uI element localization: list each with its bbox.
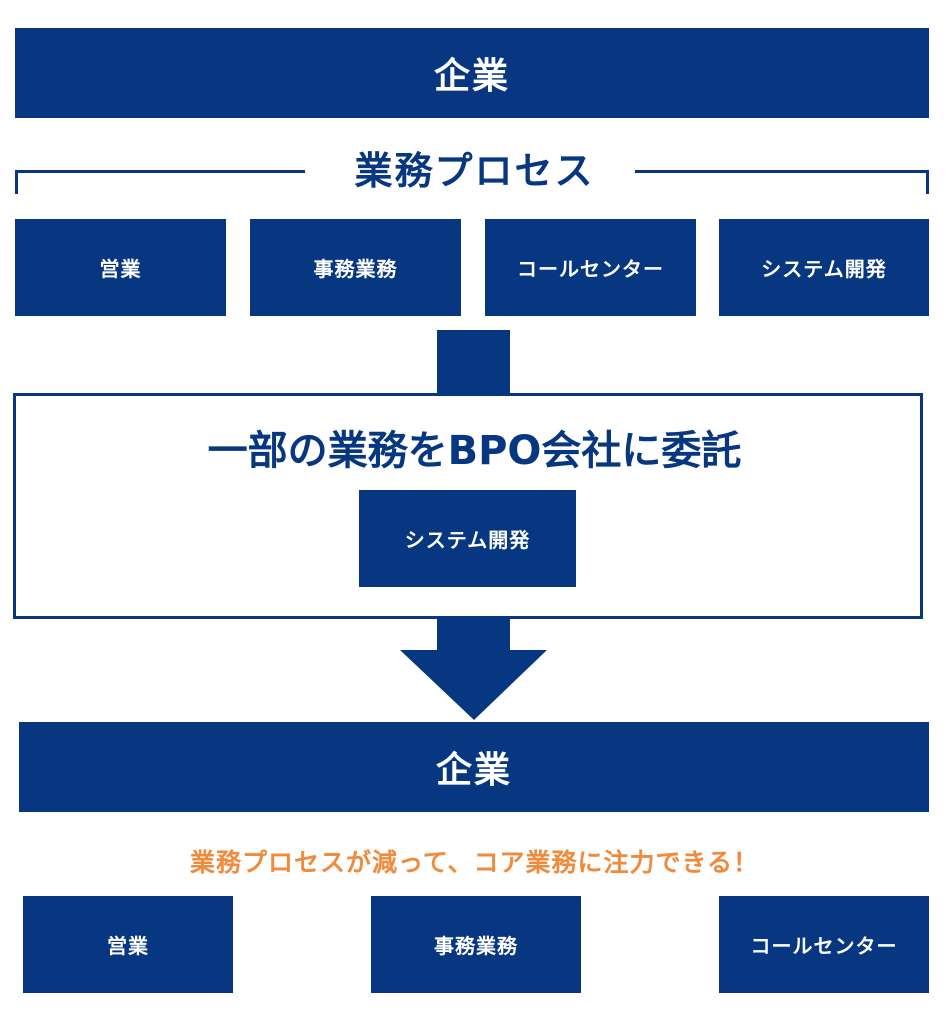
bracket-right-vertical [926, 170, 929, 194]
process-item-label: 事務業務 [313, 257, 398, 281]
outsourced-item-label: システム開発 [404, 528, 531, 552]
bottom-company-bar: 企業 [19, 722, 929, 812]
outsource-title: 一部の業務をBPO会社に委託 [207, 428, 742, 474]
process-item-label: 営業 [99, 257, 142, 281]
bottom-company-label: 企業 [435, 750, 512, 791]
bracket-right-horizontal [635, 170, 929, 173]
outsourced-item-system-dev: システム開発 [359, 490, 576, 587]
process-item-label: システム開発 [761, 257, 887, 281]
process-item-office-work: 事務業務 [250, 219, 461, 316]
remaining-item-office-work: 事務業務 [371, 896, 581, 993]
result-caption: 業務プロセスが減って、コア業務に注力できる！ [189, 848, 759, 877]
top-company-bar: 企業 [15, 28, 929, 118]
remaining-item-call-center: コールセンター [719, 896, 929, 993]
remaining-item-label: 営業 [107, 934, 149, 958]
business-process-title: 業務プロセス [354, 149, 595, 193]
process-item-label: コールセンター [517, 257, 664, 281]
arrow-stem [437, 617, 510, 652]
down-arrow-icon [400, 619, 547, 720]
process-item-system-dev: システム開発 [719, 219, 929, 316]
remaining-item-label: コールセンター [750, 934, 898, 958]
process-item-call-center: コールセンター [485, 219, 696, 316]
bracket-left-vertical [15, 170, 18, 194]
bracket-left-horizontal [15, 170, 305, 173]
top-company-label: 企業 [433, 56, 510, 97]
connector-stem [437, 330, 510, 396]
process-item-sales: 営業 [15, 219, 226, 316]
remaining-item-label: 事務業務 [434, 934, 518, 958]
remaining-item-sales: 営業 [23, 896, 233, 993]
